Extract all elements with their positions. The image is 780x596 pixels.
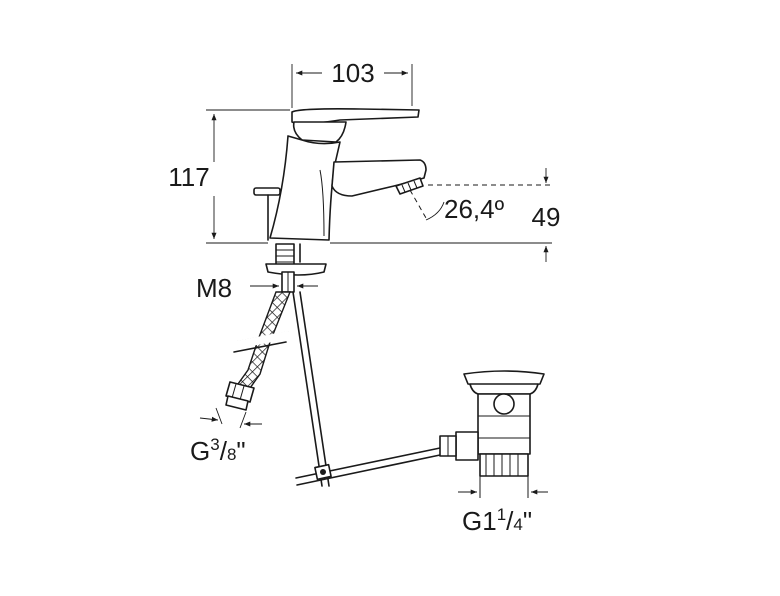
width-dimension: 103 <box>291 58 413 108</box>
hose-thread-label: G3/8" <box>190 435 246 466</box>
mounting-assembly <box>265 243 327 293</box>
pop-up-rod <box>292 291 441 487</box>
height-dimension: 117 <box>168 109 290 244</box>
waste-thread-dimension: G11/4" <box>458 489 548 536</box>
flexible-hose <box>225 291 292 411</box>
width-label: 103 <box>331 58 374 88</box>
angle-dimension: 26,4º <box>409 189 505 224</box>
hose-thread-dimension: G3/8" <box>190 407 262 466</box>
faucet-body <box>253 108 427 241</box>
pop-up-waste <box>439 370 545 498</box>
angle-label: 26,4º <box>444 194 505 224</box>
stud-thread-label: M8 <box>196 273 232 303</box>
spout-height-dimension: 49 <box>330 168 560 262</box>
waste-thread-label: G11/4" <box>462 505 532 536</box>
stud-thread-dimension: M8 <box>196 273 318 303</box>
height-label: 117 <box>168 162 209 192</box>
spout-height-label: 49 <box>532 202 561 232</box>
